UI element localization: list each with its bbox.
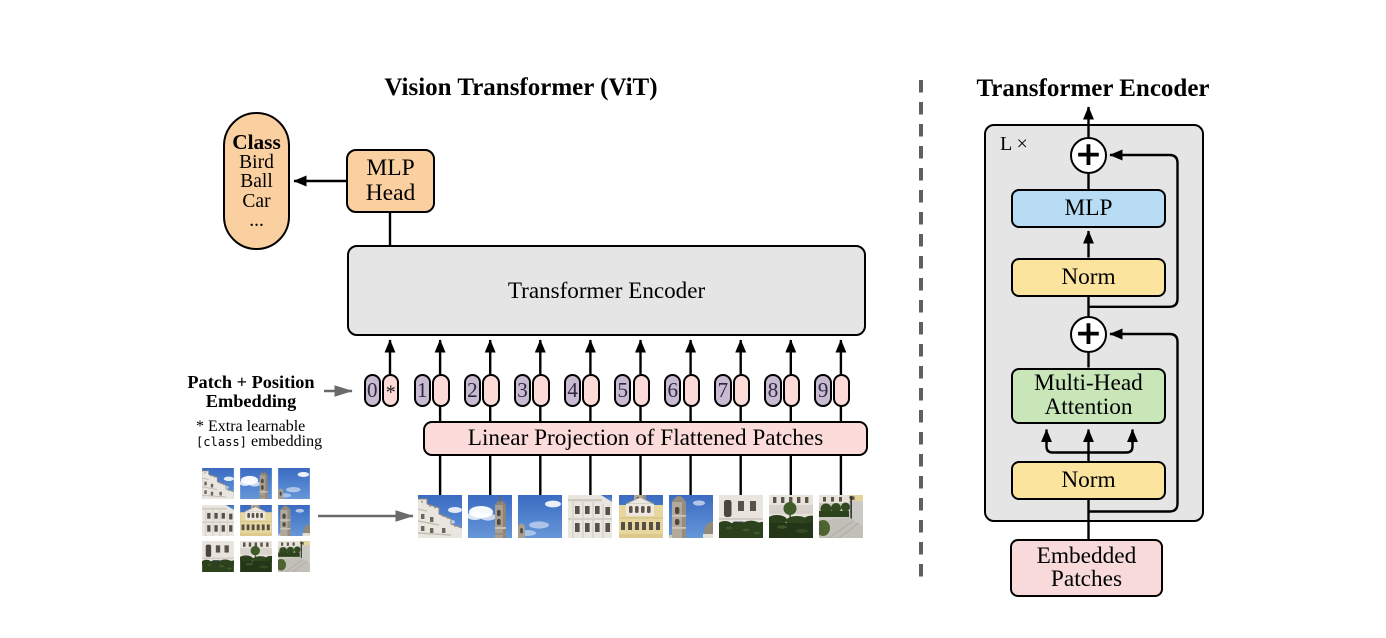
qkv-fork-connector (1045, 441, 1134, 454)
patch-position-line1: Patch + Position (187, 371, 315, 392)
token-9-position: 9 (814, 373, 832, 407)
token-5-embedding (632, 373, 650, 407)
token-2-position: 2 (463, 373, 482, 407)
row-patch-7 (718, 495, 763, 538)
mlp-head-box: MLP Head (346, 149, 435, 213)
token-1-position: 1 (413, 373, 431, 407)
footnote-line1: * Extra learnable (196, 417, 306, 435)
row-patch-4 (568, 495, 613, 538)
patch-position-line2: Embedding (205, 390, 297, 411)
token-3-position: 3 (513, 373, 532, 407)
grid-patch-9 (277, 541, 310, 572)
class-output-pill: Class Bird Ball Car ... (223, 112, 290, 250)
token-6-position: 6 (664, 373, 682, 407)
norm-lower-block: Norm (1011, 461, 1166, 500)
grid-patch-7 (202, 541, 234, 572)
residual-skip-paths (1088, 149, 1179, 513)
row-patch-5 (618, 495, 663, 538)
input-image-grid (202, 468, 310, 572)
right-panel-title: Transformer Encoder (976, 75, 1210, 102)
row-patch-6 (668, 495, 713, 538)
mlp-block: MLP (1011, 189, 1166, 228)
token-4: 4 (563, 373, 600, 407)
token-2-embedding (482, 373, 500, 407)
grid-patch-4 (202, 504, 234, 536)
class-token-footnote: * Extra learnable [class]embedding (196, 417, 322, 452)
class-item-ellipsis: ... (249, 209, 264, 231)
transformer-encoder-box: Transformer Encoder (347, 245, 866, 336)
token-3-embedding (532, 373, 550, 407)
grid-patch-6 (277, 504, 310, 536)
token-arrows (384, 339, 847, 374)
left-panel-title: Vision Transformer (ViT) (384, 74, 658, 101)
grid-patch-2 (239, 468, 272, 499)
class-item-ball: Ball (240, 171, 273, 193)
token-3: 3 (513, 373, 550, 407)
row-patch-2 (468, 495, 513, 538)
token-6-embedding (682, 373, 701, 407)
token-5-position: 5 (614, 373, 632, 407)
embedded-patches-block: Embedded Patches (1010, 539, 1163, 597)
class-item-car: Car (242, 190, 271, 212)
token-4-position: 4 (563, 373, 582, 407)
token-0: 0 * (363, 373, 400, 407)
token-7: 7 (714, 373, 751, 407)
token-input-lines (438, 405, 843, 422)
attention-line2: Attention (1044, 393, 1133, 420)
token-9: 9 (814, 373, 851, 407)
residual-skip-upper (1088, 149, 1179, 308)
footnote-class-code: [class] (196, 435, 247, 450)
norm-upper-label: Norm (1061, 263, 1116, 290)
token-7-embedding (732, 373, 751, 407)
token-8: 8 (764, 373, 801, 407)
token-8-position: 8 (764, 373, 782, 407)
footnote-line2: [class]embedding (196, 434, 322, 451)
patch-position-embedding-label: Patch + Position Embedding (166, 371, 336, 411)
embedded-patches-line1: Embedded (1036, 542, 1137, 569)
attention-qkv-arrows (1041, 428, 1138, 454)
class-heading: Class (232, 130, 281, 155)
row-patch-8 (768, 495, 813, 538)
attention-line1: Multi-Head (1034, 370, 1143, 397)
token-5: 5 (614, 373, 650, 407)
linear-projection-box: Linear Projection of Flattened Patches (423, 421, 868, 456)
row-patch-3 (518, 495, 563, 538)
mlp-head-line1: MLP (366, 155, 415, 181)
class-item-bird: Bird (239, 152, 274, 174)
footnote-rest: embedding (250, 433, 323, 451)
token-7-position: 7 (714, 373, 732, 407)
residual-skip-lower (1088, 328, 1179, 513)
token-1-embedding (432, 373, 450, 407)
token-8-embedding (782, 373, 801, 407)
multi-head-attention-block: Multi-Head Attention (1011, 367, 1166, 424)
norm-lower-label: Norm (1061, 466, 1116, 493)
patch-input-lines (438, 455, 843, 496)
grid-patch-5 (239, 504, 272, 536)
transformer-encoder-label: Transformer Encoder (507, 277, 706, 303)
mlp-block-label: MLP (1064, 194, 1113, 221)
token-0-embedding: * (382, 373, 400, 407)
token-9-embedding (832, 373, 851, 407)
grid-patch-1 (202, 468, 234, 499)
token-4-embedding (582, 373, 600, 407)
linear-projection-label: Linear Projection of Flattened Patches (467, 425, 824, 451)
mlp-head-line2: Head (365, 180, 416, 206)
row-patch-1 (418, 495, 463, 538)
row-patch-9 (818, 495, 863, 538)
token-6: 6 (664, 373, 701, 407)
residual-add-icon-top: + (1070, 136, 1107, 174)
grid-patch-8 (239, 541, 272, 572)
token-2: 2 (463, 373, 500, 407)
norm-upper-block: Norm (1011, 258, 1166, 297)
grid-patch-3 (277, 468, 310, 499)
token-0-position: 0 (363, 373, 381, 407)
residual-add-icon-bottom: + (1070, 315, 1107, 353)
token-1: 1 (413, 373, 450, 407)
layers-loop-label: L × (1000, 133, 1028, 155)
embedded-patches-line2: Patches (1050, 566, 1123, 592)
